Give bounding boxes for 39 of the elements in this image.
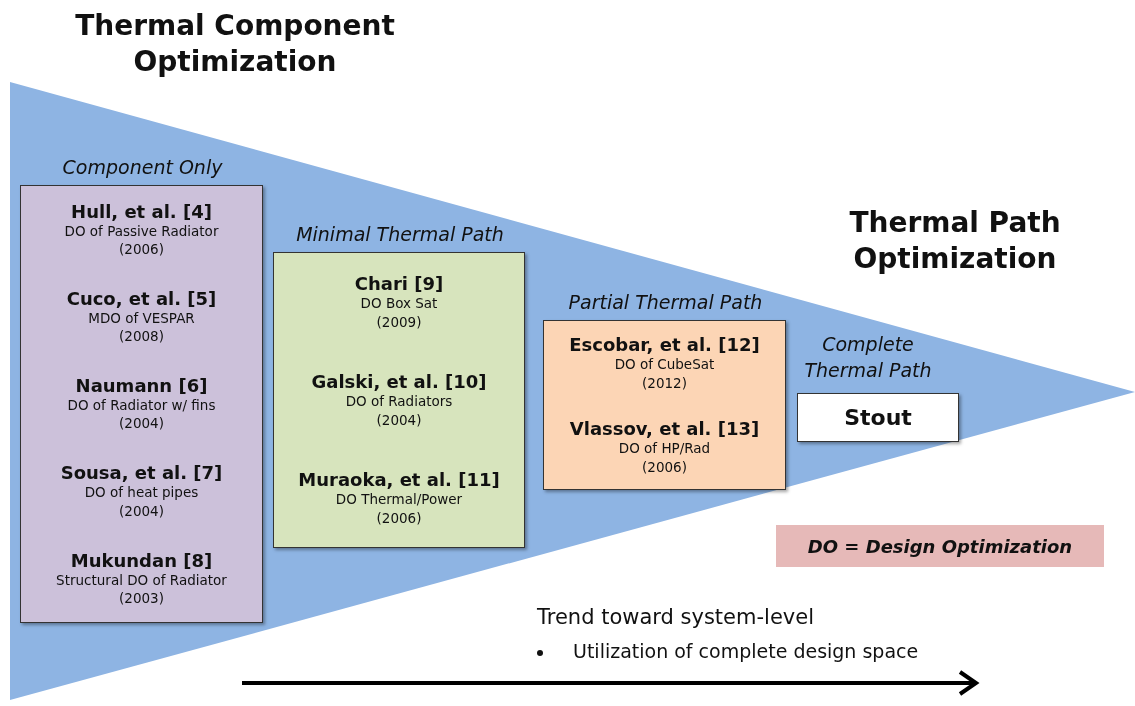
study-year: (2012) (642, 373, 687, 392)
study-description: Structural DO of Radiator (56, 570, 227, 589)
author-reference: Hull, et al. [4] (71, 200, 212, 222)
study-year: (2004) (376, 410, 422, 429)
study-year: (2006) (642, 457, 687, 476)
study-description: DO of heat pipes (84, 483, 199, 502)
study-description: DO of Radiator w/ fins (67, 396, 216, 415)
author-reference: Vlassov, et al. [13] (569, 418, 760, 440)
category-heading: Component Only (61, 156, 224, 178)
study-description: DO of CubeSat (614, 355, 715, 374)
study-year: (2004) (119, 501, 164, 520)
author-reference: Escobar, et al. [12] (569, 334, 760, 356)
study-description: DO of Radiators (345, 392, 453, 411)
author-reference: Chari [9] (354, 273, 444, 295)
study-year: (2006) (376, 508, 422, 527)
study-year: (2003) (119, 588, 164, 608)
study-year: (2008) (119, 327, 164, 346)
trend-text: Trend toward system-level (537, 605, 814, 629)
author-reference: Mukundan [8] (70, 549, 213, 571)
study-year: (2009) (376, 312, 422, 331)
author-reference: Galski, et al. [10] (311, 371, 487, 393)
study-year: (2006) (119, 240, 164, 259)
category-heading: Minimal Thermal Path (295, 223, 505, 245)
category-heading: Partial Thermal Path (567, 291, 764, 313)
author-reference: Sousa, et al. [7] (60, 462, 223, 484)
study-description: DO of HP/Rad (618, 439, 711, 458)
study-year: (2004) (119, 414, 164, 433)
author-reference: Muraoka, et al. [11] (298, 469, 500, 491)
study-description: DO of Passive Radiator (64, 221, 219, 241)
study-description: MDO of VESPAR (88, 309, 195, 328)
author-reference: Cuco, et al. [5] (66, 288, 217, 310)
study-description: DO Thermal/Power (335, 490, 463, 509)
section-heading: Thermal Component Optimization (74, 8, 396, 81)
section-heading: Thermal Path Optimization (848, 205, 1062, 278)
category-heading: Complete Thermal Path (803, 332, 933, 383)
definition-box: DO = Design Optimization (776, 525, 1104, 567)
study-description: DO Box Sat (360, 294, 438, 313)
bullet-text: Utilization of complete design space (573, 640, 919, 662)
author-reference: Naumann [6] (75, 375, 208, 397)
